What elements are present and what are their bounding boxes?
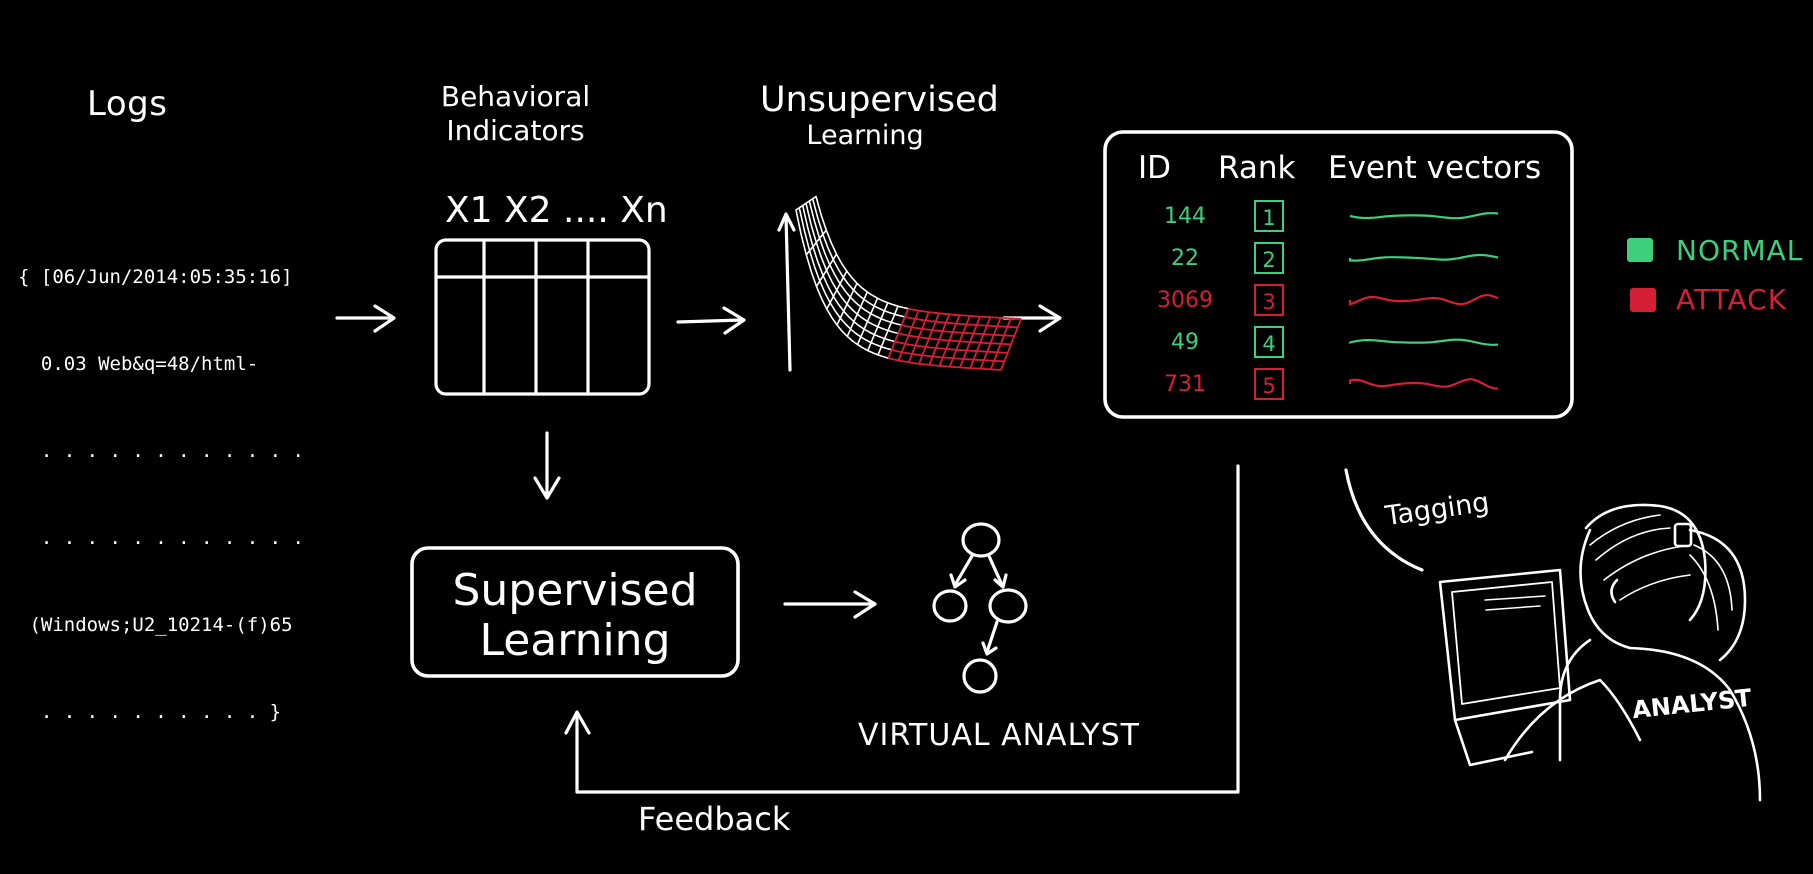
arrow-indicators-to-supervised (533, 431, 561, 500)
feedback-label: Feedback (638, 800, 791, 838)
legend-normal-swatch (1627, 238, 1653, 262)
log-line: { [06/Jun/2014:05:35:16] (18, 266, 293, 288)
event-vector-wave (1349, 212, 1499, 220)
log-line: . . . . . . . . . . . . (18, 440, 304, 462)
log-line: . . . . . . . . . . . . (18, 527, 304, 549)
behavioral-title: Behavioral Indicators (428, 80, 603, 148)
behavioral-title-line1: Behavioral (440, 80, 591, 113)
supervised-line1: Supervised (452, 565, 698, 616)
supervised-line2: Learning (479, 615, 671, 666)
result-id: 49 (1171, 330, 1199, 355)
event-vector-wave (1348, 338, 1499, 346)
results-header-rank: Rank (1218, 150, 1296, 186)
result-id: 3069 (1157, 288, 1213, 313)
result-rank-badge: 5 (1254, 368, 1284, 400)
legend-attack-swatch (1630, 288, 1656, 312)
result-rank-badge: 2 (1254, 242, 1284, 274)
behavioral-title-line2: Indicators (446, 114, 585, 147)
feedback-loop-arrow (564, 464, 1240, 794)
arrow-supervised-to-virtual-analyst (783, 590, 877, 619)
unsupervised-title-line2: Learning (806, 120, 924, 151)
unsupervised-surface-plot (777, 195, 910, 372)
log-line: . . . . . . . . . . } (18, 701, 282, 723)
result-id: 144 (1164, 204, 1206, 229)
unsupervised-title-line1: Unsupervised (760, 80, 999, 120)
supervised-learning-box (410, 546, 740, 678)
result-id: 22 (1171, 246, 1199, 271)
analyst-illustration (1438, 503, 1762, 802)
results-panel (1103, 130, 1574, 419)
feature-columns-label: X1 X2 .... Xn (445, 190, 668, 231)
event-vector-wave (1348, 253, 1499, 262)
log-line: (Windows;U2_10214-(f)65 (18, 614, 293, 636)
legend-normal-label: NORMAL (1676, 234, 1804, 267)
logs-title: Logs (87, 84, 168, 124)
result-id: 731 (1164, 372, 1206, 397)
results-header-event-vectors: Event vectors (1328, 150, 1542, 186)
event-vector-wave (1348, 293, 1499, 306)
surface-anomaly-region (887, 307, 1022, 371)
event-vectors (1348, 212, 1499, 390)
unsupervised-title: Unsupervised Learning (760, 80, 999, 151)
results-header-id: ID (1138, 150, 1172, 186)
virtual-analyst-label: VIRTUAL ANALYST (858, 718, 1140, 753)
result-rank-badge: 1 (1254, 200, 1284, 232)
event-vector-wave (1348, 378, 1499, 390)
indicator-table (434, 238, 651, 396)
tagging-arc (1344, 468, 1424, 572)
result-rank-badge: 4 (1254, 326, 1284, 358)
arrow-indicators-to-unsupervised (676, 306, 746, 335)
arrow-logs-to-indicators (335, 304, 396, 333)
log-line: 0.03 Web&q=48/html- (18, 353, 259, 375)
virtual-analyst-tree-icon (932, 522, 1028, 694)
legend-attack-label: ATTACK (1676, 283, 1788, 316)
result-rank-badge: 3 (1254, 284, 1284, 316)
supervised-learning-label: Supervised Learning (410, 566, 740, 666)
log-lines: { [06/Jun/2014:05:35:16] 0.03 Web&q=48/h… (18, 205, 304, 756)
